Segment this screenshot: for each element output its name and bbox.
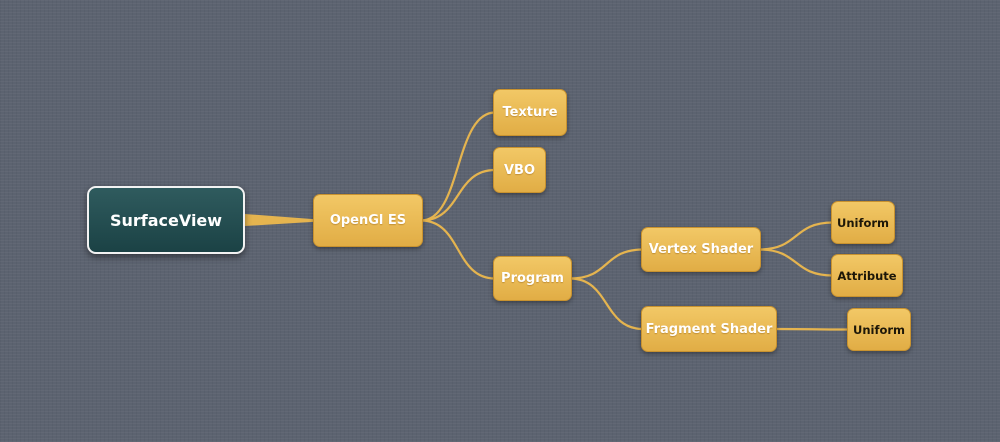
node-vbo[interactable]: VBO: [493, 147, 546, 193]
node-texture[interactable]: Texture: [493, 89, 567, 136]
connector-vertex-shader-to-attribute: [757, 248, 835, 277]
node-uniform-vertex[interactable]: Uniform: [831, 201, 895, 244]
connector-opengl-es-to-vbo: [419, 168, 497, 222]
connector-program-to-fragment-shader: [568, 277, 645, 331]
node-vertex-shader[interactable]: Vertex Shader: [641, 227, 761, 272]
connector-fragment-shader-to-uniform-fragment: [773, 327, 851, 331]
connector-opengl-es-to-program: [419, 219, 497, 280]
node-program[interactable]: Program: [493, 256, 572, 301]
node-uniform-fragment[interactable]: Uniform: [847, 308, 911, 351]
connector-surfaceview-to-opengl-es: [245, 214, 315, 226]
connector-opengl-es-to-texture: [419, 111, 497, 222]
node-attribute[interactable]: Attribute: [831, 254, 903, 297]
node-surfaceview[interactable]: SurfaceView: [87, 186, 245, 254]
connector-vertex-shader-to-uniform-vertex: [757, 221, 835, 251]
connector-program-to-vertex-shader: [568, 248, 645, 280]
node-fragment-shader[interactable]: Fragment Shader: [641, 306, 777, 352]
node-opengl-es[interactable]: OpenGl ES: [313, 194, 423, 247]
